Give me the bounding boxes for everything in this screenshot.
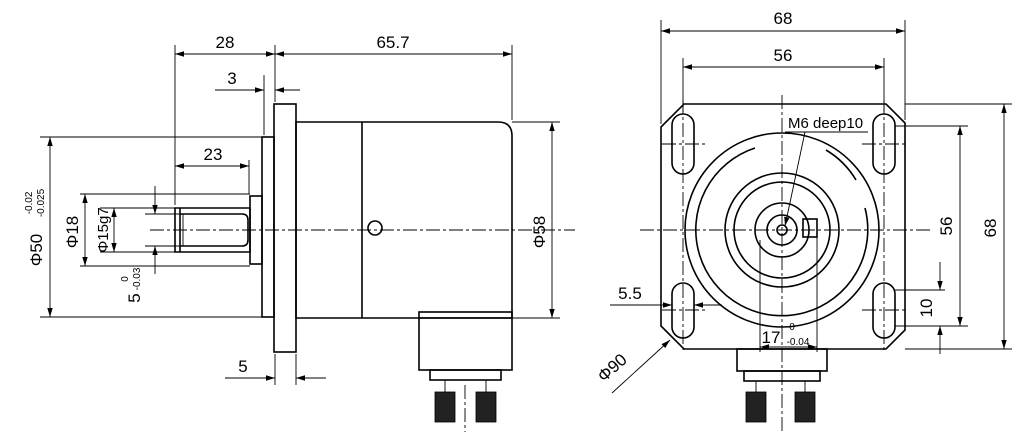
shaft-key — [180, 213, 249, 247]
square-flange — [660, 103, 906, 350]
front-view: 68 56 56 68 10 5.5 Φ90 17 0 -0.04 M6 dee… — [594, 9, 1012, 432]
dim-dia-50-tol-upper: -0.02 — [24, 191, 35, 214]
thread-note: M6 deep10 — [788, 115, 863, 132]
screw-hole — [367, 220, 383, 236]
dim-line-dia-90 — [611, 339, 671, 394]
dim-dia-50: Φ50 — [27, 234, 46, 266]
mount-slot-bottom-right — [872, 282, 896, 339]
dim-key-17-tol-lower: -0.04 — [787, 337, 810, 348]
dim-dia-15g7: Φ15g7 — [95, 207, 112, 252]
mount-slot-bottom-left — [671, 282, 695, 339]
dim-key-17-tol-upper: 0 — [789, 322, 795, 333]
shaft-key-end — [802, 218, 818, 238]
rotation-arc-right — [825, 149, 857, 181]
dim-key-5-tol-upper: 0 — [120, 276, 131, 282]
dim-dia-58: Φ58 — [530, 216, 549, 248]
dim-key-5: 5 — [125, 293, 144, 302]
front-connector-pin-left — [745, 391, 767, 423]
dim-height-56: 56 — [937, 217, 956, 236]
dim-dia-18: Φ18 — [63, 216, 82, 248]
dim-3: 3 — [227, 69, 236, 88]
dim-height-68: 68 — [981, 219, 1000, 238]
connector-housing — [418, 311, 513, 371]
dim-65-7: 65.7 — [376, 33, 409, 52]
dim-slot-10: 10 — [917, 299, 936, 318]
dim-width-56: 56 — [774, 46, 793, 65]
dim-key-17: 17 — [762, 328, 781, 347]
dim-23: 23 — [204, 145, 223, 164]
dim-slot-5-5: 5.5 — [618, 284, 642, 303]
side-view: 28 65.7 3 23 5 Φ58 Φ50 -0.02 -0.025 Φ18 … — [24, 33, 575, 432]
pilot-circle — [724, 172, 840, 288]
pilot-boss — [261, 136, 275, 318]
encoder-body — [295, 121, 513, 319]
rotation-arc-left — [694, 147, 869, 317]
threaded-hole — [776, 224, 788, 236]
body-outer-circle — [684, 132, 880, 328]
connector-pin-left — [434, 391, 456, 423]
mounting-flange — [273, 103, 297, 353]
shaft — [174, 207, 251, 253]
dim-key-5-tol-lower: -0.03 — [132, 267, 143, 290]
dim-dia-50-tol-lower: -0.025 — [36, 188, 47, 217]
shaft-circle — [766, 214, 798, 246]
thread-leader — [784, 131, 806, 227]
dim-5: 5 — [238, 357, 247, 376]
connector-pin-right — [475, 391, 497, 423]
dim-width-68: 68 — [774, 9, 793, 28]
dim-28: 28 — [216, 33, 235, 52]
front-connector-pin-right — [794, 391, 816, 423]
shaft-hub-circle — [754, 202, 810, 258]
